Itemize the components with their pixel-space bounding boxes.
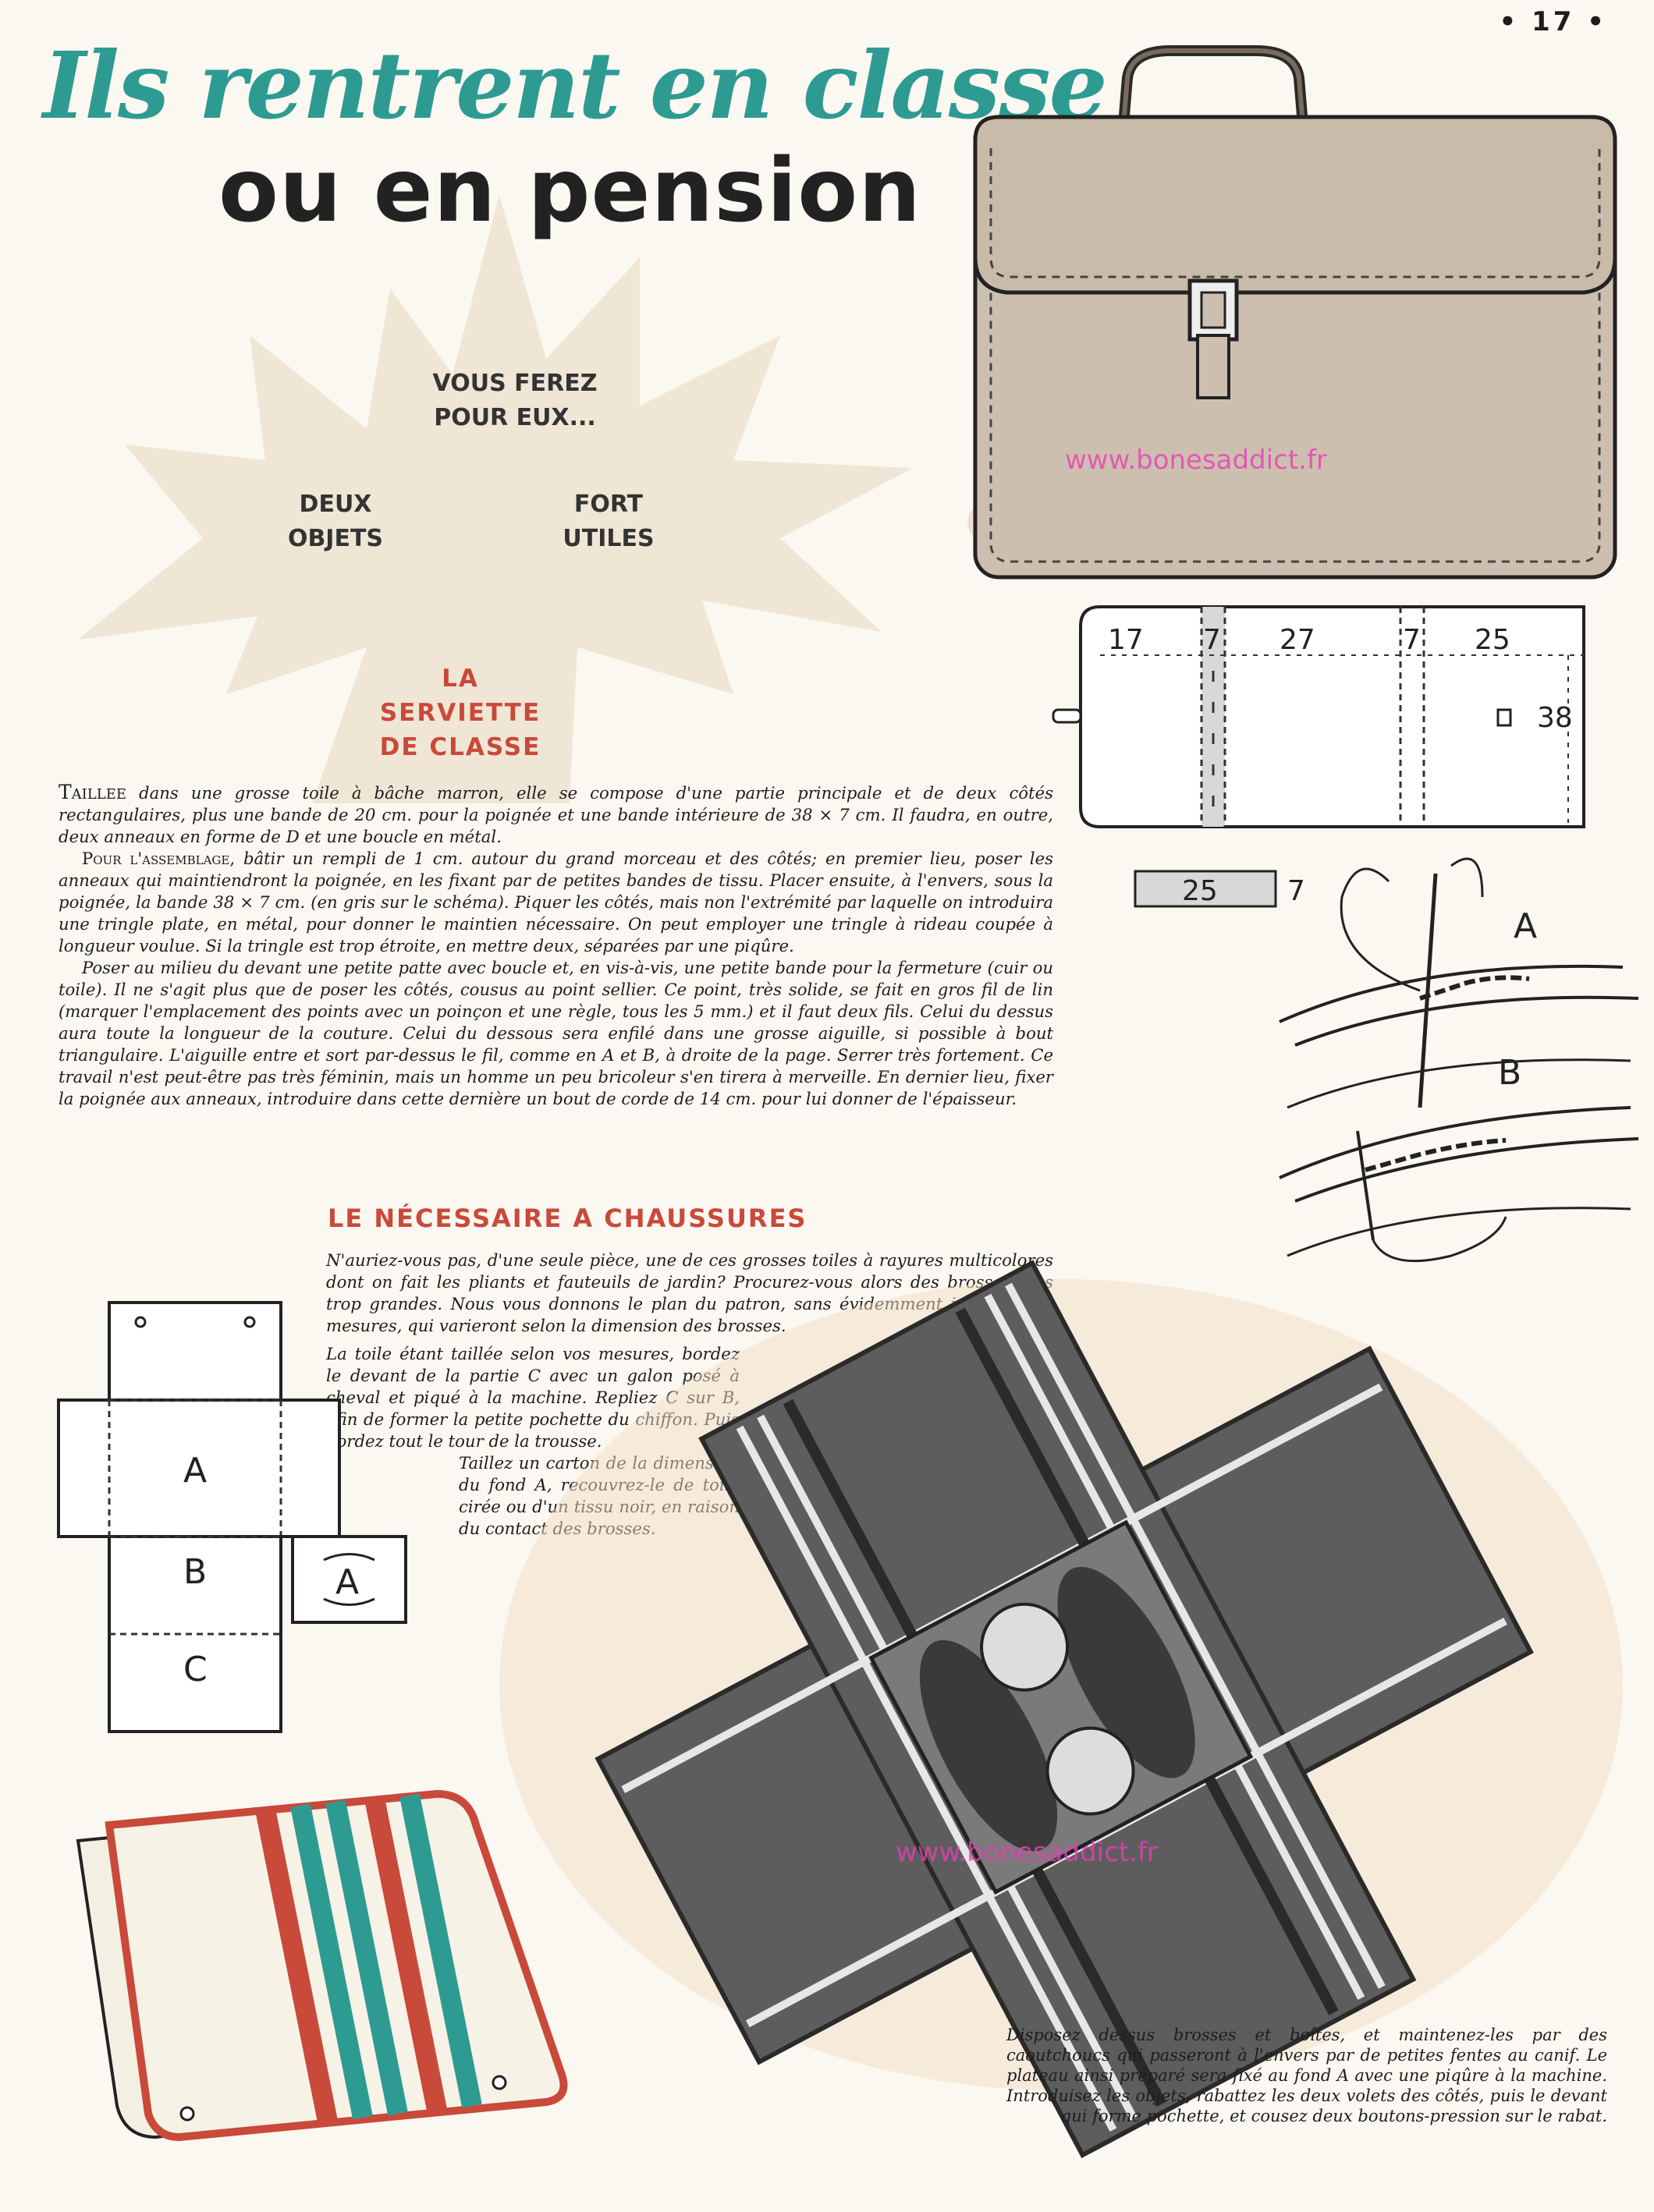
- intro-vous-ferez: VOUS FEREZ POUR EUX...: [432, 370, 598, 431]
- dim-38: 38: [1537, 702, 1573, 734]
- kit-label-a2: A: [335, 1562, 359, 1602]
- band-dim-25: 25: [1182, 875, 1218, 907]
- kit-pattern-diagram: A B C A: [57, 1301, 407, 1733]
- serviette-paragraph-1: Taillee dans une grosse toile à bâche ma…: [59, 781, 1053, 847]
- intro-deux-objets: DEUX OBJETS: [287, 491, 384, 552]
- kit-label-a: A: [183, 1451, 207, 1491]
- maple-leaf-illustration: [78, 195, 913, 803]
- band-pattern: 25 7: [1134, 870, 1305, 908]
- striped-pouch-illustration: [76, 1789, 568, 2142]
- kit-label-c: C: [183, 1650, 208, 1689]
- serviette-paragraph-3: Poser au milieu du devant une petite pat…: [59, 958, 1053, 1108]
- kit-label-b: B: [183, 1552, 207, 1592]
- dim-25: 25: [1475, 624, 1510, 656]
- watermark-2: www.bonesaddict.fr: [896, 1837, 1158, 1868]
- serviette-paragraph-2: Pour l'assemblage, bâtir un rempli de 1 …: [59, 849, 1053, 955]
- band-dim-7: 7: [1287, 875, 1305, 907]
- intro-fort-utiles: FORT UTILES: [563, 491, 655, 552]
- shoe-kit-photo: [499, 1260, 1623, 2159]
- page-number: • 17 •: [1499, 6, 1607, 37]
- stitch-label-b: B: [1498, 1053, 1521, 1093]
- necessaire-text-a: N'auriez-vous pas, d'une seule pièce, un…: [326, 1250, 1053, 1335]
- dim-7b: 7: [1403, 624, 1421, 656]
- page-subtitle: ou en pension: [218, 140, 921, 242]
- dim-7: 7: [1203, 624, 1221, 656]
- serviette-heading: LA SERVIETTE DE CLASSE: [379, 665, 541, 761]
- caption-text: Disposez dessus brosses et boîtes, et ma…: [1006, 2026, 1607, 2125]
- page-title: Ils rentrent en classe: [43, 31, 1108, 140]
- saddle-stitch-diagram: A B: [1279, 857, 1639, 1263]
- dim-17: 17: [1108, 624, 1144, 656]
- briefcase-pattern-diagram: 17 7 27 7 25 38: [1052, 605, 1585, 828]
- briefcase-illustration: [967, 45, 1617, 580]
- dim-27: 27: [1280, 624, 1315, 656]
- necessaire-heading: LE NÉCESSAIRE A CHAUSSURES: [328, 1203, 807, 1233]
- serviette-text: Taillee dans une grosse toile à bâche ma…: [59, 782, 1053, 1110]
- necessaire-text-b: La toile étant taillée selon vos mesures…: [326, 1344, 740, 1451]
- watermark-1: www.bonesaddict.fr: [1065, 445, 1327, 476]
- stitch-label-a: A: [1514, 906, 1537, 946]
